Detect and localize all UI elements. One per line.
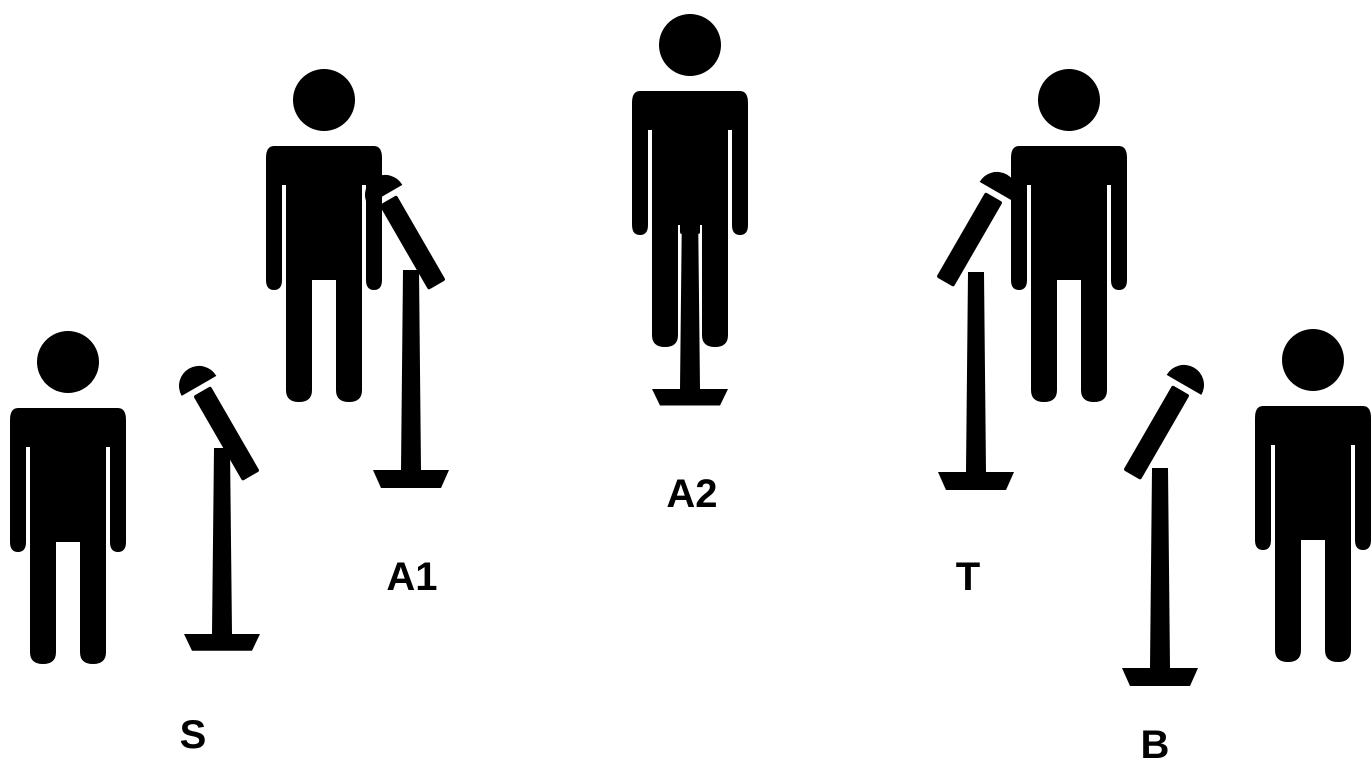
person-silhouette-icon — [266, 69, 382, 402]
singer-label: T — [956, 555, 980, 599]
singer-label: A2 — [666, 472, 717, 516]
microphone-on-stand-icon — [172, 359, 269, 651]
singer-label: S — [180, 713, 207, 757]
singer-b-group: B — [1115, 329, 1371, 763]
microphone-on-stand-icon — [928, 165, 1025, 490]
singer-s-group: S — [10, 331, 268, 757]
singer-label: B — [1141, 723, 1170, 763]
person-silhouette-icon — [10, 331, 126, 664]
person-silhouette-icon — [1255, 329, 1371, 662]
singer-t-group: T — [928, 69, 1127, 599]
singer-a2-group: A2 — [632, 14, 748, 516]
singer-label: A1 — [386, 555, 437, 599]
singer-a1-group: A1 — [266, 69, 454, 599]
person-silhouette-icon — [1011, 69, 1127, 402]
microphone-on-stand-icon — [1115, 358, 1212, 686]
